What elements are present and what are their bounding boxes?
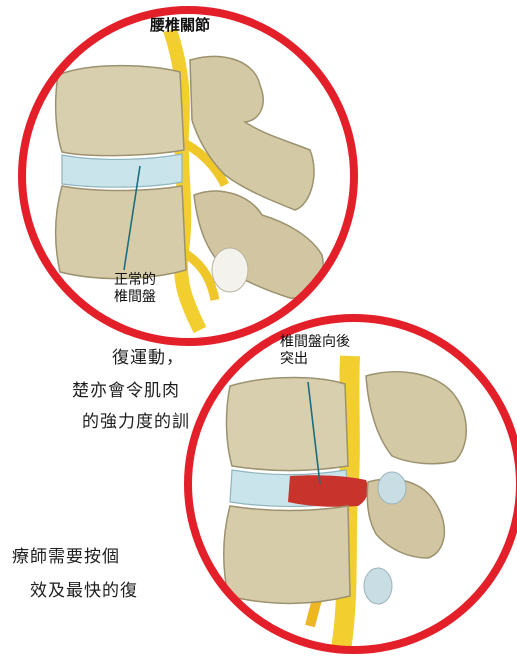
lower-vertebra [56,186,186,279]
upper-vertebra [56,66,184,156]
herniation-label: 椎間盤向後 突出 [280,334,350,368]
herniated-disc-illustration: 椎間盤向後 突出 [170,296,517,661]
normal-disc-label: 正常的 椎間盤 [94,272,176,306]
article-line: 效及最快的復 [30,583,138,600]
disc-herniation [288,475,368,507]
lumbar-joint-title: 腰椎關節 [150,14,210,35]
article-line: 楚亦會令肌肉 [72,383,180,400]
article-line: 療師需要按個 [12,549,120,566]
normal-disc [62,154,182,187]
lower-vertebra [224,506,350,604]
upper-vertebra [226,378,348,471]
